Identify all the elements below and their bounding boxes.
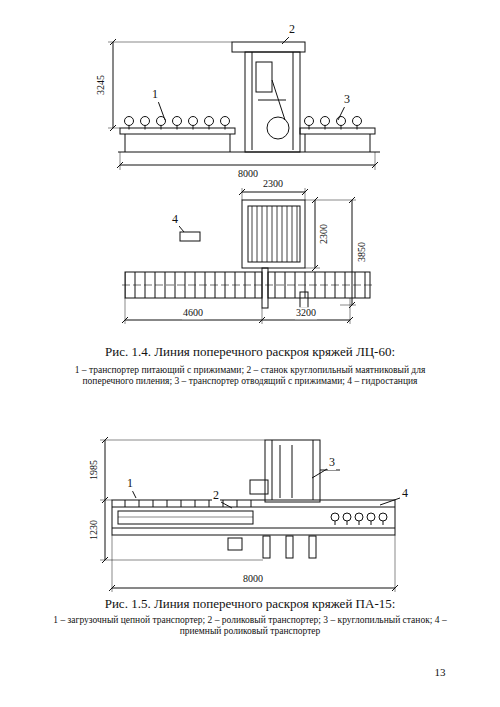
dimension: 3245 (95, 74, 107, 96)
roller (355, 513, 363, 521)
roller (141, 117, 150, 126)
figure-caption: Рис. 1.4. Линия поперечного раскроя кряж… (104, 345, 396, 360)
roller-post (161, 126, 162, 130)
chain-link (237, 500, 238, 507)
roller-post (359, 521, 360, 525)
pa15-view (100, 437, 400, 592)
roller-post (225, 126, 226, 130)
callout-number: 2 (288, 23, 296, 37)
page-number: 13 (434, 666, 447, 679)
roller-post (309, 126, 310, 130)
roller-post (383, 521, 384, 525)
roller (331, 513, 339, 521)
roller-post (335, 521, 336, 525)
dimension: 4600 (182, 307, 204, 319)
figure-caption: Рис. 1.5. Линия поперечного раскроя кряж… (104, 597, 397, 612)
dimension: 3850 (356, 241, 368, 263)
chain-link (167, 500, 168, 507)
callout-number: 1 (151, 88, 159, 102)
dimension: 2300 (262, 178, 284, 190)
chain-link (195, 500, 196, 507)
chain-link (181, 500, 182, 507)
roller (321, 117, 330, 126)
roller (221, 117, 230, 126)
roller-post (193, 126, 194, 130)
caption-legend: 1 – загрузочный цепной транспортер; 2 – … (49, 615, 451, 637)
roller (379, 513, 387, 521)
side-view (108, 36, 380, 170)
roller (305, 117, 314, 126)
roller-post (357, 126, 358, 130)
roller (367, 513, 375, 521)
roller-post (325, 126, 326, 130)
roller-post (145, 126, 146, 130)
roller (173, 117, 182, 126)
plan-view (122, 188, 373, 324)
chain-link (153, 500, 154, 507)
callout-number: 4 (171, 213, 179, 227)
dimension: 8000 (237, 168, 259, 180)
dimension: 3200 (295, 307, 317, 319)
callout-number: 1 (126, 477, 134, 491)
roller (189, 117, 198, 126)
roller (125, 117, 134, 126)
roller (205, 117, 214, 126)
callout-number: 2 (212, 489, 220, 503)
callout-number: 3 (343, 93, 351, 107)
roller-post (129, 126, 130, 130)
roller-post (347, 521, 348, 525)
dimension: 2300 (318, 223, 330, 245)
roller (337, 117, 346, 126)
callout-number: 3 (328, 456, 336, 470)
dimension: 1230 (88, 519, 100, 541)
roller-post (341, 126, 342, 130)
roller (343, 513, 351, 521)
chain-link (251, 500, 252, 507)
roller-post (209, 126, 210, 130)
caption-legend: 1 – транспортер питающий с прижимами; 2 … (49, 365, 451, 387)
roller (353, 117, 362, 126)
chain-link (209, 500, 210, 507)
chain-link (125, 500, 126, 507)
chain-link (139, 500, 140, 507)
roller-post (371, 521, 372, 525)
roller-post (177, 126, 178, 130)
dimension: 1985 (88, 459, 100, 481)
dimension: 8000 (242, 573, 264, 585)
callout-number: 4 (401, 487, 409, 501)
